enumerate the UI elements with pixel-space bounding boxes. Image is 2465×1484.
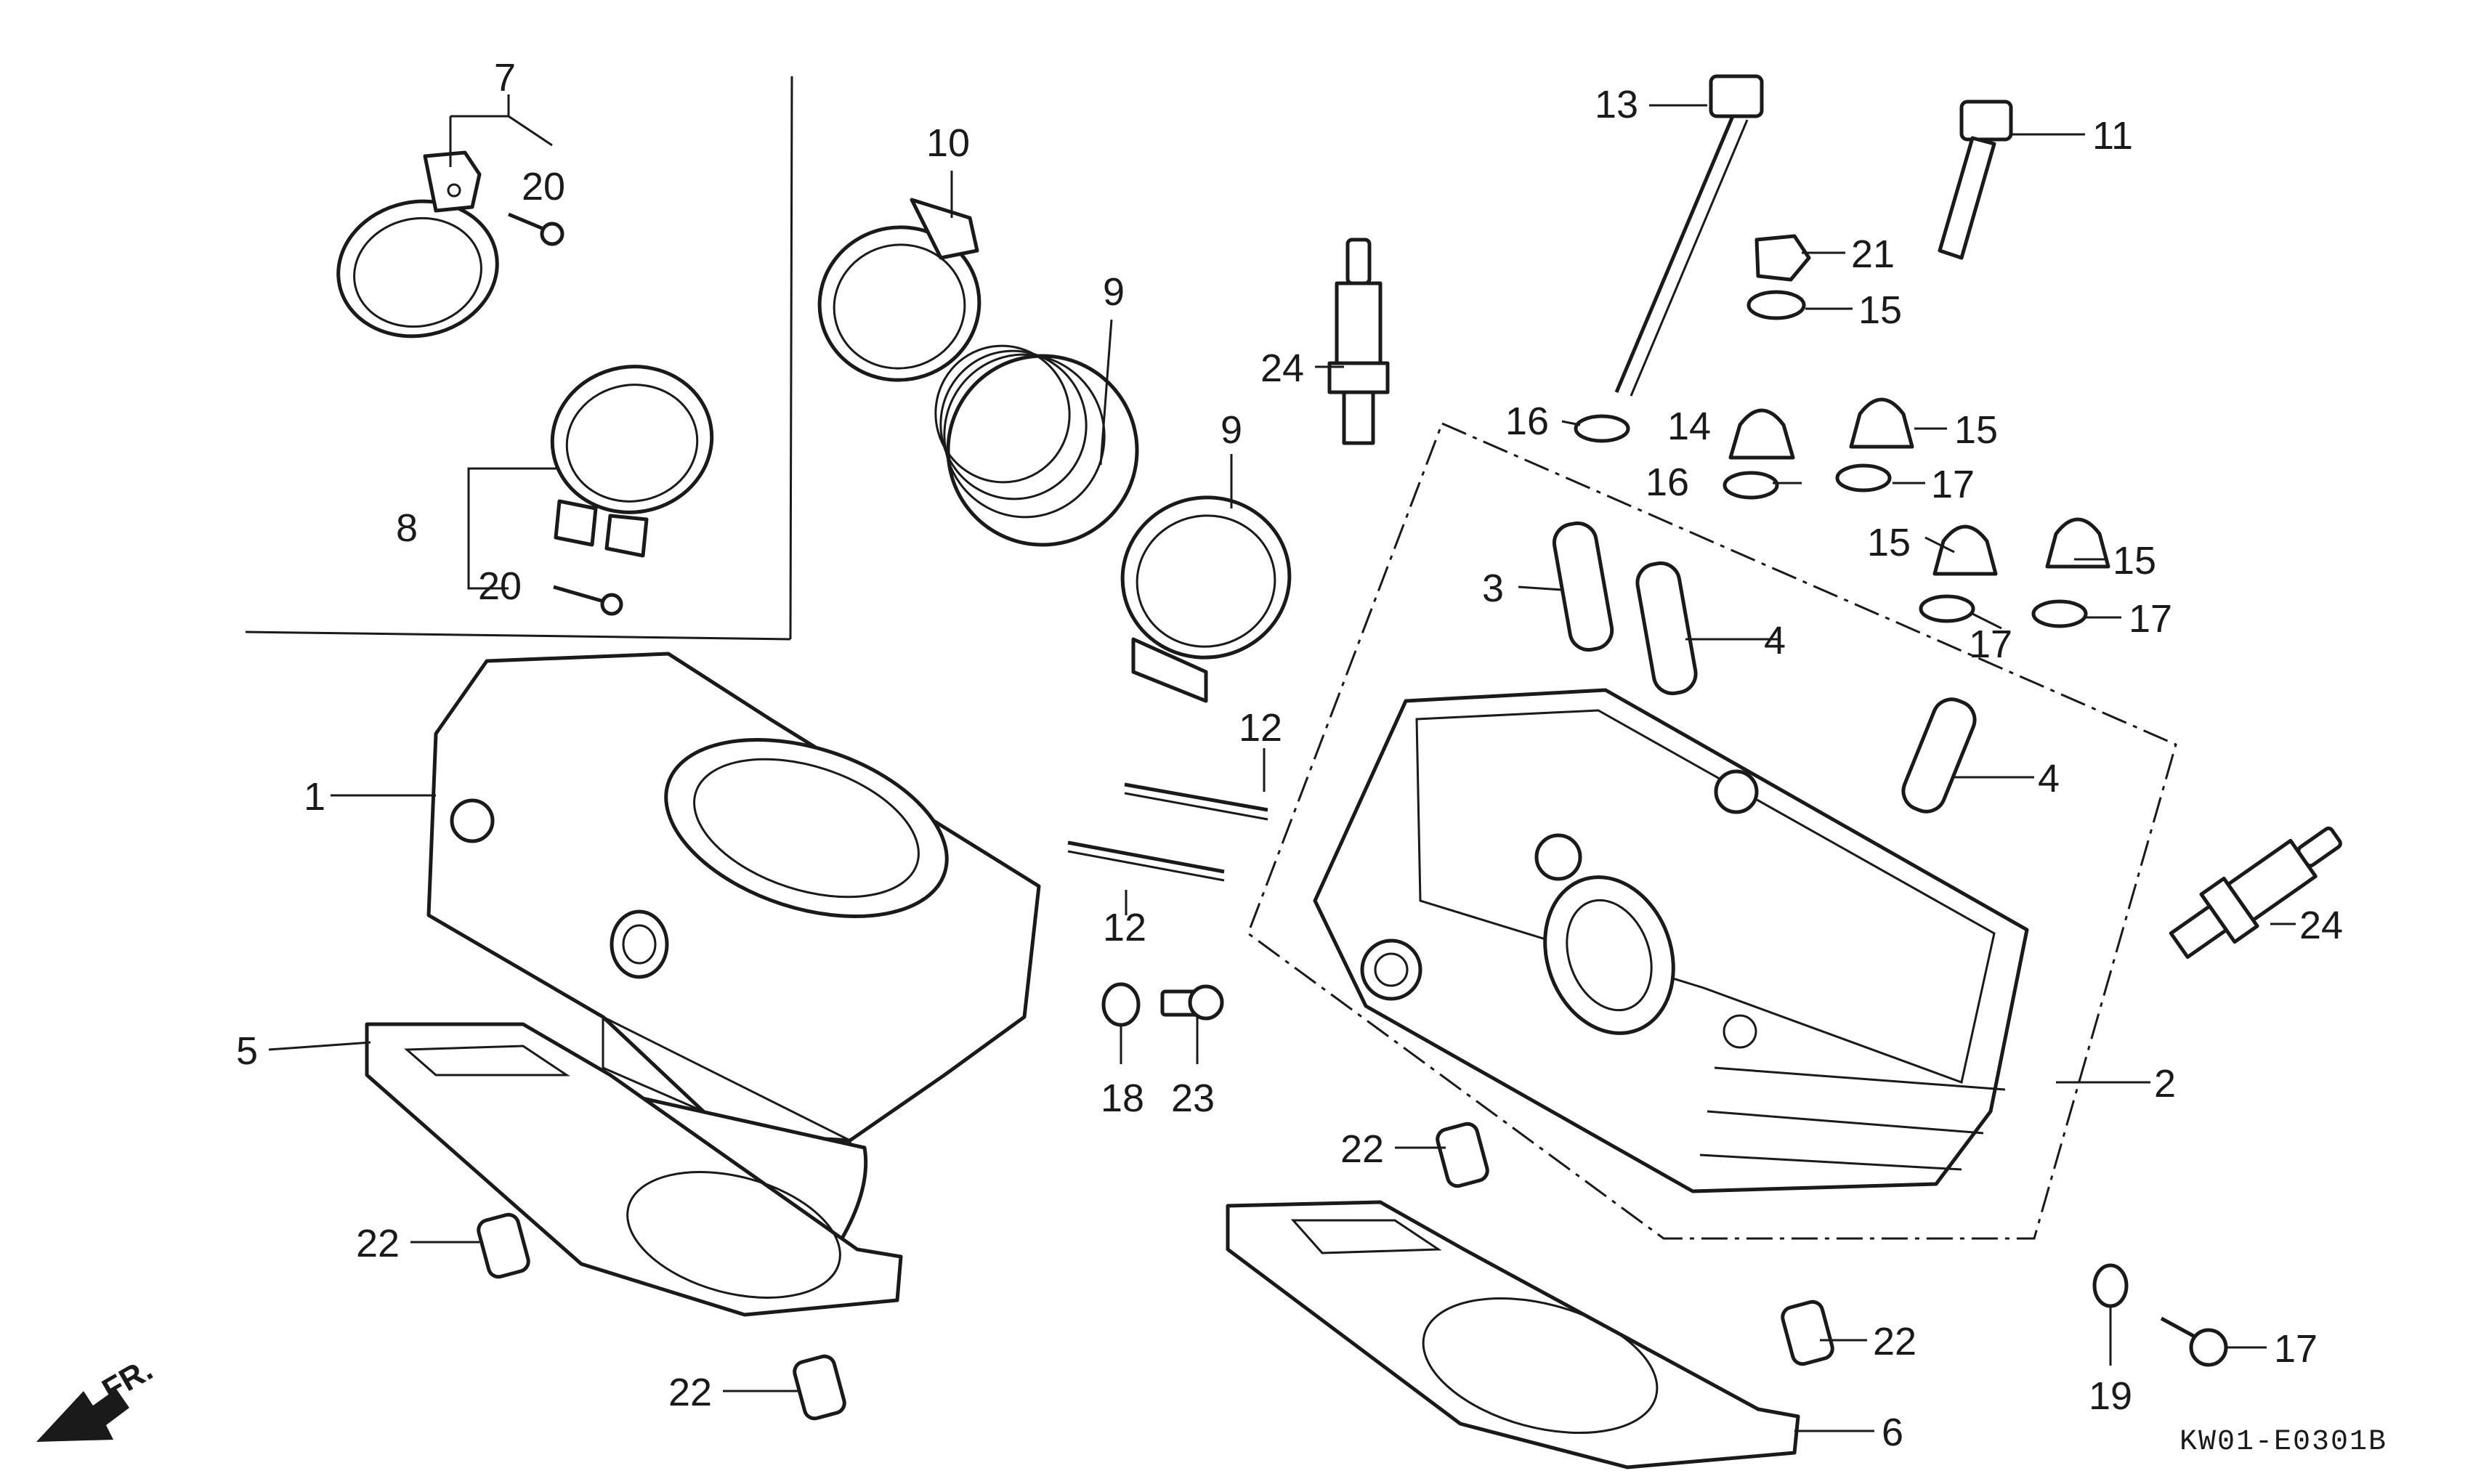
callout-17a: 16 [1646, 461, 1689, 504]
washer-19 [2092, 1263, 2129, 1308]
callout-22c: 22 [1340, 1127, 1384, 1171]
valve-guide-4-left [1552, 521, 1614, 652]
bolt-14 [2160, 1316, 2228, 1367]
inset-screw-upper [508, 212, 564, 246]
callout-16a: 15 [1858, 288, 1902, 332]
callout-17d: 17 [2129, 597, 2172, 641]
dowel-22-b [793, 1354, 846, 1421]
inset-border-vertical [789, 76, 793, 640]
callout-22a: 22 [356, 1222, 400, 1265]
callout-15c: 15 [1867, 521, 1911, 564]
callout-8: 9 [1221, 408, 1242, 452]
callout-14: 17 [2274, 1327, 2318, 1371]
callout-22d: 22 [1873, 1320, 1916, 1363]
callout-18: 18 [1101, 1076, 1144, 1120]
callout-9b: 8 [396, 506, 418, 550]
bolt-11 [1938, 100, 2013, 260]
cylinder-head-3 [1313, 688, 2029, 1193]
callout-24a: 24 [1260, 346, 1304, 390]
callout-11: 11 [2092, 114, 2133, 158]
callout-17c: 17 [1969, 623, 2012, 666]
washer-18 [1101, 982, 1141, 1027]
inset-screw-lower [553, 585, 623, 616]
bolt-23 [1160, 984, 1224, 1021]
callout-7: 9 [1103, 270, 1125, 314]
inset-clamp-lower [550, 365, 714, 558]
dowel-22-c [1436, 1122, 1489, 1188]
front-arrow-icon [36, 1389, 129, 1442]
callout-20b: 20 [478, 564, 522, 608]
dowel-22-a [477, 1212, 530, 1279]
callout-1: 1 [304, 775, 325, 819]
callout-4b: 4 [1764, 619, 1786, 662]
callout-6: 6 [1882, 1411, 1903, 1454]
callout-19: 19 [2089, 1374, 2132, 1418]
stud-12-upper [1124, 782, 1268, 821]
clamp-8 [1120, 495, 1292, 703]
valve-guide-4-right [1635, 561, 1698, 696]
callout-5: 4 [2038, 757, 2060, 800]
dowel-22-d [1781, 1299, 1834, 1366]
callout-15a: 14 [1667, 405, 1711, 448]
callout-4a: 3 [1482, 567, 1504, 610]
inset-border-horizontal [245, 631, 791, 641]
callout-2: 5 [236, 1029, 258, 1073]
bolt-13 [1614, 74, 1764, 397]
clamp-10 [817, 198, 981, 382]
nut-21 [1754, 234, 1811, 282]
stud-12-lower [1067, 840, 1225, 882]
callout-10: 10 [926, 121, 970, 165]
washer-16-lower [1574, 414, 1630, 443]
inset-clamp-upper [336, 150, 499, 338]
callout-13: 13 [1595, 83, 1638, 126]
callout-22b: 22 [668, 1371, 712, 1414]
head-assembly-boundary [1247, 421, 2177, 1240]
callout-15d: 15 [2113, 539, 2156, 583]
leader-lines [268, 94, 2296, 1432]
callout-12b: 12 [1103, 906, 1146, 949]
callout-20a: 20 [522, 165, 565, 208]
callout-12a: 12 [1239, 706, 1282, 750]
spark-plug-24-upper [1327, 238, 1390, 445]
valve-guide-5 [1901, 697, 1977, 814]
gasket-2 [365, 1022, 903, 1317]
spark-plug-24-lower [2169, 826, 2342, 960]
callout-17b: 17 [1931, 463, 1975, 506]
washer-16-upper [1746, 290, 1806, 320]
diagram-code: KW01-E0301B [2179, 1426, 2387, 1459]
callout-16b: 16 [1505, 400, 1549, 443]
callout-3: 2 [2154, 1062, 2176, 1106]
callout-24b: 24 [2299, 904, 2343, 947]
callout-9a: 7 [494, 56, 516, 100]
callout-21: 21 [1851, 232, 1895, 276]
callout-23: 23 [1171, 1076, 1215, 1120]
insulator-7 [934, 344, 1139, 547]
gasket-6 [1226, 1200, 1800, 1469]
cap-nuts-15-17 [1723, 397, 2110, 628]
callout-15b: 15 [1954, 408, 1998, 452]
